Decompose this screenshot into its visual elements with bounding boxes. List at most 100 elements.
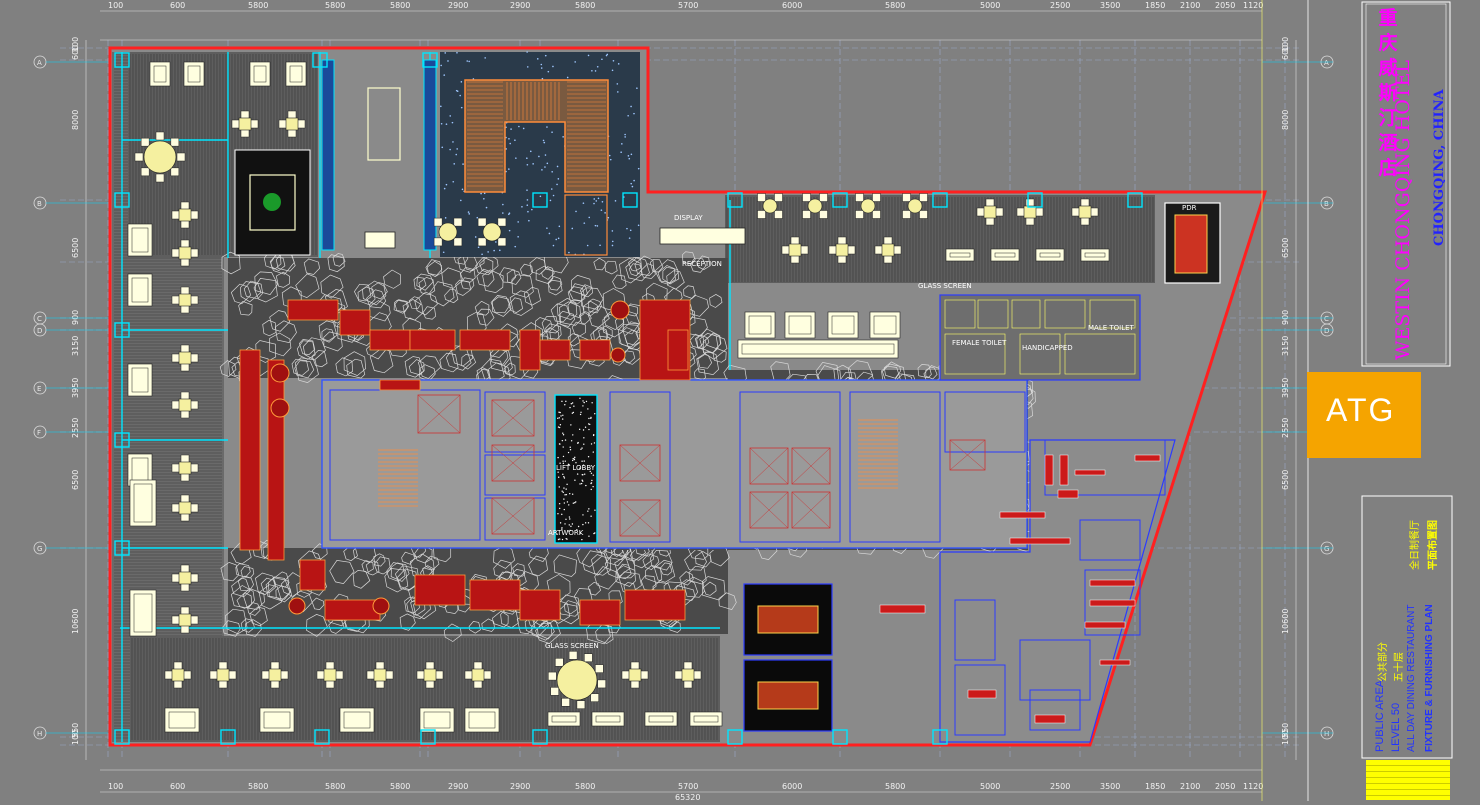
paving-stone (247, 602, 261, 616)
lobby-speckle (563, 508, 565, 511)
lift-shaft (791, 447, 831, 485)
paving-stone (492, 296, 512, 317)
lobby-speckle (559, 522, 562, 524)
lobby-speckle (576, 529, 578, 531)
booth-seat (183, 61, 205, 87)
lobby-speckle (584, 426, 587, 428)
atrium-texture (628, 157, 631, 160)
round-counter (270, 363, 290, 383)
paving-stone (675, 579, 699, 601)
booth-sofa (285, 61, 307, 87)
dining-table (171, 201, 199, 229)
toilet-stall (1044, 299, 1086, 329)
atrium-texture (476, 216, 479, 219)
atrium-texture (591, 70, 593, 72)
paving-stone (925, 366, 938, 380)
dining-table (674, 661, 702, 689)
structural-column (114, 322, 130, 338)
paving-stone (615, 565, 636, 587)
paving-stone (662, 266, 680, 285)
kitchen-equipment (879, 604, 926, 614)
paving-stone (688, 565, 707, 585)
buffet-counter (519, 589, 561, 621)
lift-shaft (491, 444, 535, 482)
atrium-texture (542, 139, 545, 142)
table-top (681, 668, 695, 682)
atrium-texture (495, 241, 497, 243)
dining-chair (170, 167, 180, 177)
atrium-texture (582, 202, 585, 204)
title-frame (1361, 495, 1453, 759)
buffet-counter (469, 579, 521, 611)
booth-sofa (945, 248, 975, 262)
paving-stone (413, 276, 427, 291)
lobby-speckle (571, 523, 574, 525)
atrium-texture (593, 202, 595, 205)
paving-stone (441, 267, 462, 289)
paving-stone (365, 560, 380, 576)
atrium-texture (508, 212, 511, 215)
buffet-counter (239, 349, 261, 551)
lobby-speckle (561, 400, 563, 403)
lift-shaft (749, 491, 789, 529)
service-core (321, 379, 1028, 549)
lift-lobby-panel (554, 394, 598, 544)
atrium-texture (484, 57, 486, 59)
atrium-texture (588, 216, 591, 219)
paving-stone (628, 263, 643, 277)
booth-cushion (153, 65, 167, 83)
booth-cushion (551, 715, 577, 723)
host-stand (364, 231, 396, 249)
lobby-speckle (561, 418, 564, 420)
paving-stone (242, 587, 265, 610)
paving-stone (528, 555, 548, 577)
level-en: LEVEL 50 (1390, 702, 1402, 752)
lobby-speckle (573, 458, 575, 460)
atrium-texture (596, 225, 599, 227)
atrium-texture (617, 91, 619, 93)
atrium-texture (529, 150, 532, 153)
paving-stone (362, 280, 387, 306)
long-table (367, 87, 401, 161)
paving-stone (535, 617, 561, 644)
atrium-texture (556, 183, 558, 186)
structural-column (1127, 192, 1143, 208)
atrium-texture (502, 212, 504, 214)
dimension-right: 6500 (1281, 470, 1290, 490)
lift-cross (791, 447, 831, 485)
dimension-bottom: 5800 (325, 782, 345, 791)
lobby-speckle (557, 456, 559, 459)
dimension-left: 2550 (71, 418, 80, 438)
booth-sofa (127, 273, 153, 307)
paving-stone (240, 618, 255, 633)
dimension-top: 600 (170, 1, 185, 10)
lobby-speckle (559, 424, 562, 426)
atrium-texture (631, 185, 634, 188)
paving-stone (222, 620, 241, 637)
table-top (471, 668, 485, 682)
grid-label: D (37, 327, 42, 335)
paving-stone (383, 269, 401, 289)
paving-stone (352, 570, 371, 589)
atrium-texture (596, 65, 599, 68)
dining-chair (170, 137, 180, 147)
paving-stone (512, 563, 526, 577)
dimension-top: 100 (108, 1, 123, 10)
lobby-speckle (562, 432, 564, 434)
table-top (762, 198, 778, 214)
lift-cross (491, 399, 535, 437)
paving-stone (587, 298, 602, 314)
paving-stone (625, 256, 650, 282)
booth-sofa (744, 311, 776, 339)
dining-chair (555, 658, 564, 667)
table-top (556, 659, 598, 701)
lobby-speckle (572, 411, 575, 414)
lobby-speckle (562, 473, 564, 476)
dimension-bottom: 2050 (1215, 782, 1235, 791)
atrium-texture (521, 206, 523, 208)
dining-chair (597, 679, 606, 689)
paving-stone (683, 285, 696, 299)
lobby-speckle (569, 446, 571, 448)
